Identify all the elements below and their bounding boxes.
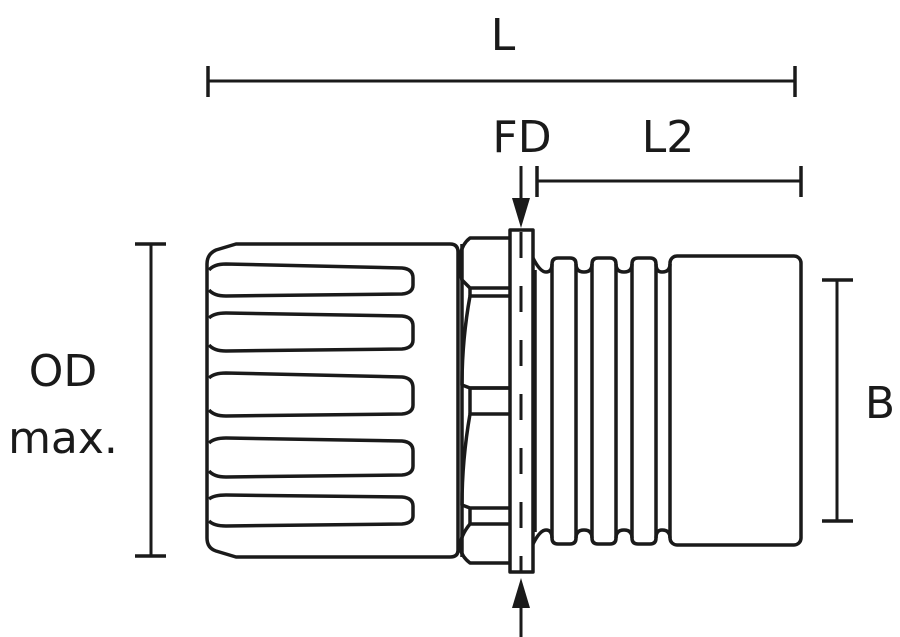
label-L: L [491,10,516,61]
label-B: B [865,378,895,429]
label-OD: OD [29,346,98,397]
fd-arrow-bottom [512,578,530,637]
label-FD: FD [492,112,551,163]
dimension-L2: L2 [535,112,803,197]
thread-section [531,256,672,546]
end-sleeve [668,254,803,547]
fd-arrow-top [512,166,530,228]
label-L2: L2 [642,112,695,163]
label-OD-max: max. [8,413,118,464]
hex-body [457,236,510,565]
dimension-B: B [822,278,895,523]
dimension-L: L [206,10,797,97]
cap-nut [205,242,460,559]
grip-ribs [207,262,415,528]
flange [508,228,535,574]
dimension-OD: OD max. [8,242,166,558]
